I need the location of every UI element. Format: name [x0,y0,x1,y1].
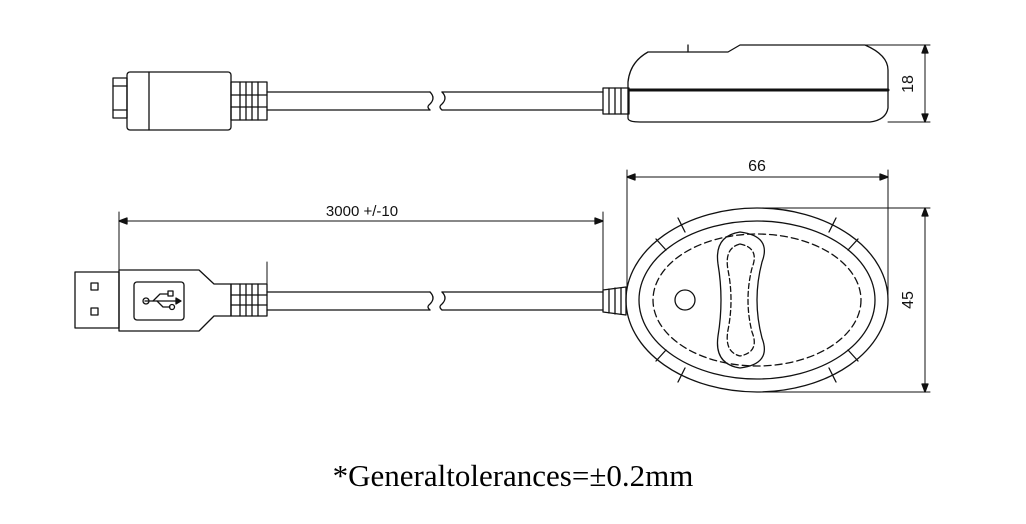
top-cable [266,291,604,311]
side-cable [266,91,604,111]
side-connector [112,71,268,131]
device-top-body [625,207,889,393]
label-45: 45 [900,291,917,309]
top-strain-relief [602,286,627,316]
label-3000: 3000 +/-10 [326,203,398,220]
usb-icon [142,290,182,311]
label-18: 18 [900,75,917,93]
usb-plug [74,269,268,332]
label-66: 66 [748,158,766,175]
dimension-18 [865,44,931,123]
top-view [74,169,931,393]
side-strain-relief [602,87,630,115]
side-device-body [627,44,890,123]
side-view [112,44,931,131]
dimension-cable-length [118,211,604,291]
dimension-66 [626,169,889,301]
tolerance-note: *Generaltolerances=±0.2mm [332,458,694,493]
dimension-45 [756,207,931,393]
